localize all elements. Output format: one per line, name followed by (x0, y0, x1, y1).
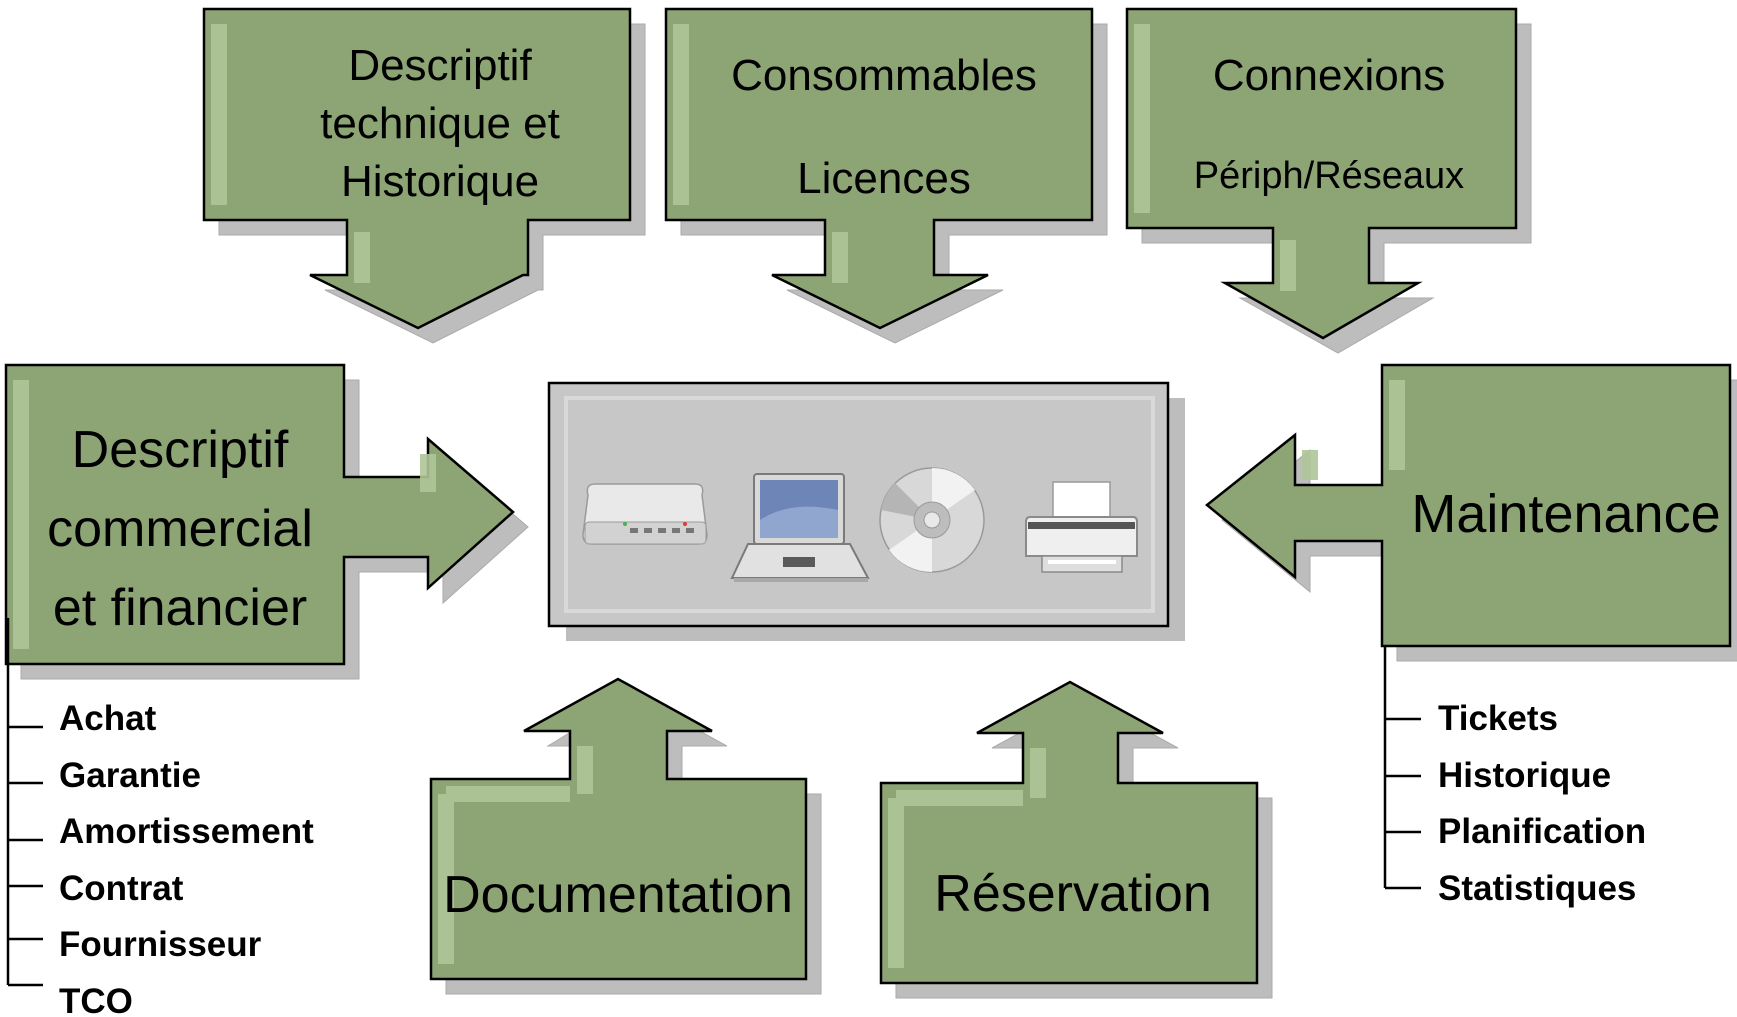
arrow-connexions-line-2: Périph/Réseaux (1194, 155, 1464, 197)
left-list-item: TCO (59, 982, 133, 1017)
arrow-maintenance-label: Maintenance (1411, 484, 1720, 544)
right-list-item: Statistiques (1438, 869, 1636, 908)
left-list: Achat Garantie Amortissement Contrat Fou… (6, 618, 314, 1017)
arrow-reservation-label: Réservation (934, 865, 1211, 923)
arrow-commercial-line-3: et financier (53, 579, 307, 637)
left-list-item: Fournisseur (59, 925, 262, 964)
router-icon (582, 483, 708, 545)
arrow-licences-line: Licences (797, 154, 971, 203)
arrow-commercial-line-1: Descriptif (72, 421, 289, 479)
center-panel (547, 381, 1185, 641)
printer-icon (1025, 481, 1138, 573)
arrow-consommables-licences: Consommables Licences (664, 7, 1108, 344)
arrow-descriptif-technique-line-3: Historique (341, 157, 539, 206)
arrow-connexions-line-1: Connexions (1213, 51, 1445, 100)
right-list: Tickets Historique Planification Statist… (1383, 646, 1646, 908)
left-list-item: Contrat (59, 869, 184, 908)
right-list-item: Tickets (1438, 699, 1558, 738)
arrow-maintenance: Maintenance (1205, 363, 1737, 662)
left-list-item: Achat (59, 699, 157, 738)
right-list-item: Historique (1438, 756, 1611, 795)
arrow-documentation-label: Documentation (443, 866, 793, 924)
arrow-consommables-line-1: Consommables (731, 51, 1037, 100)
arrow-reservation: Réservation (879, 680, 1273, 999)
right-list-item: Planification (1438, 812, 1646, 851)
cd-disc-icon (879, 467, 985, 573)
arrow-descriptif-technique-line-2: technique et (320, 99, 560, 148)
laptop-icon (730, 473, 870, 582)
arrow-documentation: Documentation (429, 677, 822, 995)
left-list-item: Garantie (59, 756, 201, 795)
arrow-commercial-line-2: commercial (47, 500, 313, 558)
arrow-descriptif-commercial: Descriptif commercial et financier (4, 363, 529, 680)
arrow-descriptif-technique-line-1: Descriptif (348, 41, 532, 90)
arrow-connexions: Connexions Périph/Réseaux (1125, 7, 1532, 354)
arrow-descriptif-technique: Descriptif technique et Historique (202, 7, 646, 344)
left-list-item: Amortissement (59, 812, 314, 851)
